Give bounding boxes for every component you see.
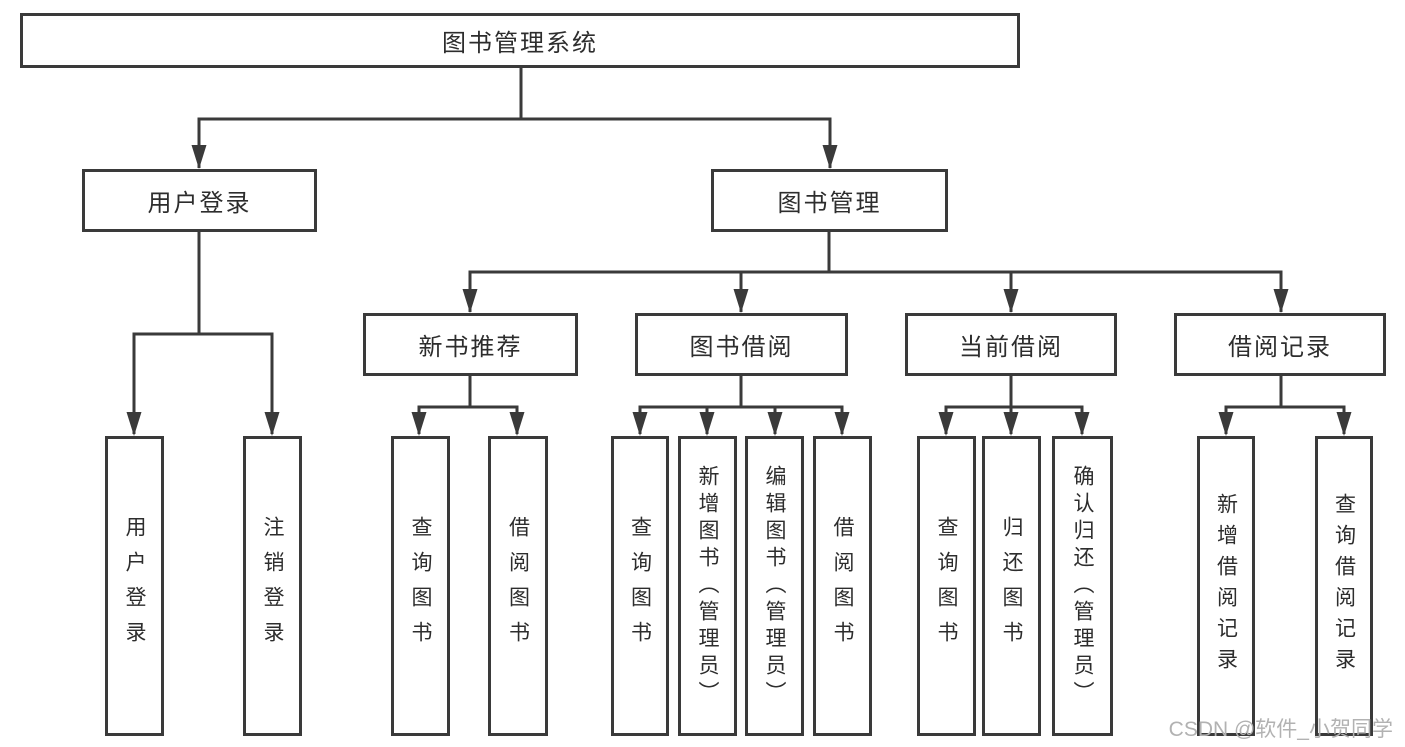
node-user-login-action-label: 用户登录 (123, 516, 146, 656)
node-query-books-current: 查询图书 (917, 436, 976, 736)
node-query-books-current-label: 查询图书 (935, 516, 958, 656)
node-logout-action-label: 注销登录 (261, 516, 284, 656)
node-borrowing-records: 借阅记录 (1174, 313, 1386, 376)
node-user-login-label: 用户登录 (147, 190, 252, 217)
node-return-books: 归还图书 (982, 436, 1041, 736)
node-user-login: 用户登录 (82, 169, 317, 232)
node-book-management: 图书管理 (711, 169, 948, 232)
node-borrow-books-label: 借阅图书 (831, 516, 854, 656)
node-add-borrow-record-label: 新增借阅记录 (1214, 493, 1238, 679)
node-add-borrow-record: 新增借阅记录 (1197, 436, 1255, 736)
node-new-book-recommend: 新书推荐 (363, 313, 578, 376)
node-query-books-borrow: 查询图书 (611, 436, 669, 736)
node-logout-action: 注销登录 (243, 436, 302, 736)
node-book-management-label: 图书管理 (777, 190, 882, 217)
node-borrow-books: 借阅图书 (813, 436, 872, 736)
csdn-watermark: CSDN @软件_小贺同学 (1168, 718, 1393, 741)
node-confirm-return-admin: 确认归还（管理员） (1052, 436, 1113, 736)
node-new-book-recommend-label: 新书推荐 (418, 334, 523, 361)
node-borrow-books-recommend: 借阅图书 (488, 436, 548, 736)
node-user-login-action: 用户登录 (105, 436, 164, 736)
node-add-books-admin-label: 新增图书（管理员） (696, 464, 719, 708)
node-confirm-return-admin-label: 确认归还（管理员） (1071, 464, 1094, 708)
node-root: 图书管理系统 (20, 13, 1020, 68)
arrowheads (126, 145, 1352, 436)
node-book-borrowing: 图书借阅 (635, 313, 848, 376)
node-query-books-recommend-label: 查询图书 (409, 516, 432, 656)
node-borrowing-records-label: 借阅记录 (1228, 334, 1332, 361)
node-query-borrow-record: 查询借阅记录 (1315, 436, 1373, 736)
node-add-books-admin: 新增图书（管理员） (678, 436, 737, 736)
node-query-books-borrow-label: 查询图书 (628, 516, 652, 656)
node-edit-books-admin-label: 编辑图书（管理员） (763, 464, 786, 708)
node-query-borrow-record-label: 查询借阅记录 (1332, 493, 1356, 679)
node-book-borrowing-label: 图书借阅 (689, 334, 794, 361)
node-return-books-label: 归还图书 (1000, 516, 1023, 656)
node-current-borrowing: 当前借阅 (905, 313, 1117, 376)
node-edit-books-admin: 编辑图书（管理员） (745, 436, 804, 736)
node-query-books-recommend: 查询图书 (391, 436, 450, 736)
node-root-label: 图书管理系统 (442, 30, 598, 57)
node-current-borrowing-label: 当前借阅 (959, 334, 1063, 361)
node-borrow-books-recommend-label: 借阅图书 (506, 516, 530, 656)
